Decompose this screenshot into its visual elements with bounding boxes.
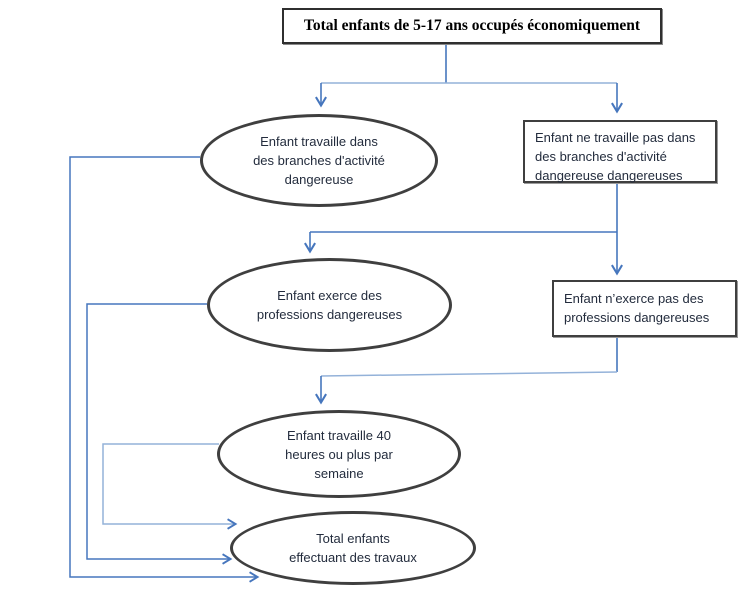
node-line: heures ou plus par — [285, 446, 393, 462]
connector-ellipse2-to-total — [86, 303, 233, 565]
node-line: Total enfants — [316, 531, 390, 546]
node-line: Enfant ne travaille pas dans — [535, 130, 696, 145]
node-ellipse-40-hours-or-more: Enfant travaille 40 heures ou plus par s… — [217, 410, 461, 498]
node-line: Enfant n’exerce pas des — [564, 291, 704, 306]
node-line: semaine — [314, 465, 364, 481]
node-ellipse-hazardous-occupations: Enfant exerce des professions dangereuse… — [207, 258, 452, 352]
node-line: Enfant travaille dans — [260, 134, 378, 149]
node-box-not-hazardous-branches: Enfant ne travaille pas dans des branche… — [523, 120, 717, 183]
node-line: professions dangereuses — [256, 307, 403, 322]
node-line: effectuant des travaux — [289, 550, 417, 565]
node-ellipse-total-children-working: Total enfants effectuant des travaux — [230, 511, 476, 585]
connector-ellipse1-to-total — [69, 156, 260, 583]
connector-branch-hours — [320, 371, 618, 377]
node-line: professions dangereuses — [564, 310, 710, 325]
node-box-not-hazardous-occupations: Enfant n’exerce pas des professions dang… — [552, 280, 737, 337]
node-line: Enfant travaille 40 — [286, 427, 392, 443]
node-line: dangereuse dangereuses — [535, 168, 683, 183]
node-line: des branches d'activité — [535, 149, 667, 164]
node-line: des branches d'activité — [253, 153, 385, 168]
node-title-total-economically-occupied: Total enfants de 5-17 ans occupés économ… — [282, 8, 662, 44]
connector-ellipse3-to-total — [102, 443, 238, 530]
node-ellipse-hazardous-branches: Enfant travaille dans des branches d'act… — [200, 114, 438, 207]
node-line: dangereuse — [284, 172, 354, 187]
node-line: Enfant exerce des — [277, 288, 382, 303]
node-title-label: Total enfants de 5-17 ans occupés économ… — [303, 17, 641, 34]
